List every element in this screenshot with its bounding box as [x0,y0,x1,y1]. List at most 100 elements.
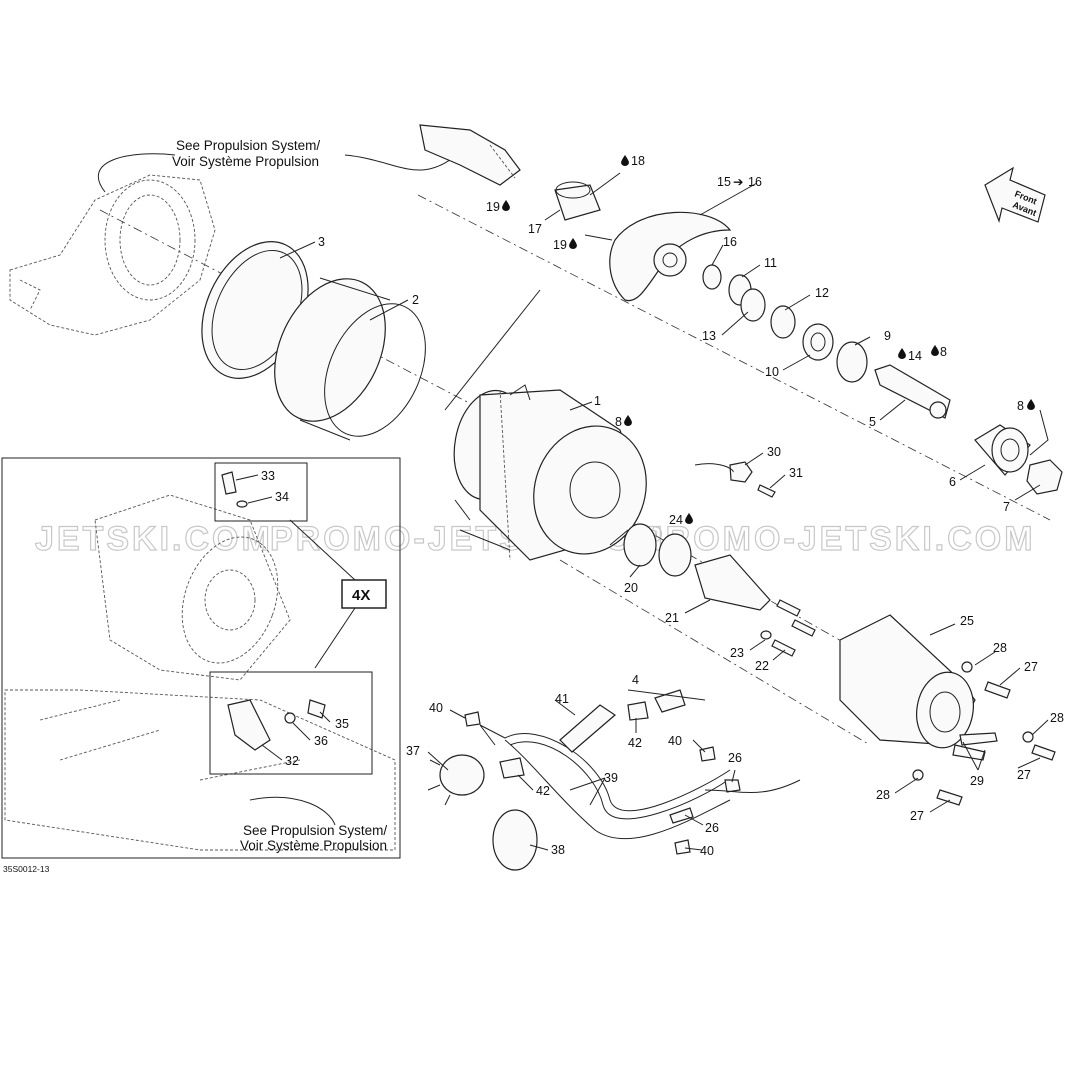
callout-6: 6 [949,475,956,489]
screws-part-22[interactable] [771,599,816,657]
o-ring-part-9[interactable] [836,341,868,383]
callout-8: 8 [940,345,947,359]
see-propulsion-note: See Propulsion System/ [176,138,320,153]
droplet-icon [898,348,906,359]
callout-30: 30 [767,445,781,459]
fitting-part-26[interactable] [669,807,694,824]
callout-16: 16 [723,235,737,249]
venturi-part-25[interactable] [839,614,979,752]
see-propulsion-note: See Propulsion System/ [243,823,387,838]
callout-20: 20 [624,581,638,595]
callout-18: 18 [631,154,645,168]
leader-line [249,796,336,826]
bushing-part-17[interactable] [554,181,601,221]
callout-27: 27 [910,809,924,823]
nut-part-30[interactable] [729,461,753,483]
callout-5: 5 [869,415,876,429]
callout-28: 28 [993,641,1007,655]
callout-37: 37 [406,744,420,758]
o-ring-part-20[interactable] [658,533,692,577]
callout-9: 9 [884,329,891,343]
bolt-part-27[interactable] [1031,744,1056,761]
callout-39: 39 [604,771,618,785]
callout-34: 34 [275,490,289,504]
washer-part-28[interactable] [961,661,973,673]
clamp-part-42[interactable] [499,757,525,779]
o-ring-part-38[interactable] [492,809,538,871]
leader-line [97,153,176,193]
washer-part-23[interactable] [760,630,772,640]
callout-24: 24 [669,513,683,527]
callout-15: 15 [717,175,731,189]
nut-part-7[interactable] [1026,459,1063,495]
sleeve-part-2[interactable] [253,261,445,453]
o-ring-part-12[interactable] [770,305,796,339]
inset-box: 4X [1,457,401,859]
droplet-icon [569,238,577,249]
callout-8: 8 [615,415,622,429]
clip-part-40[interactable] [464,711,481,727]
clip-part-40[interactable] [674,839,691,855]
droplet-icon [1027,399,1035,410]
callout-26: 26 [705,821,719,835]
bearing-part-10[interactable] [802,323,834,361]
callout-leaders [235,172,1049,851]
fitting-part-4[interactable] [654,689,686,713]
pump-housing-part-1[interactable] [446,384,664,570]
callout-38: 38 [551,843,565,857]
bolt-part-27[interactable] [984,681,1011,699]
screw-part-31[interactable] [757,484,776,498]
washer-part-28[interactable] [912,769,924,781]
callout-21: 21 [665,611,679,625]
washer-part-28[interactable] [1022,731,1034,743]
callout-40: 40 [700,844,714,858]
clamp-part-42[interactable] [627,701,649,721]
droplet-icon [931,345,939,356]
see-propulsion-note: Voir Système Propulsion [172,154,319,169]
o-ring-part-16[interactable] [702,264,722,290]
callout-10: 10 [765,365,779,379]
droplet-icon [502,200,510,211]
callout-29: 29 [970,774,984,788]
hull-fragment-top [9,174,216,336]
seal-part-13[interactable] [740,288,766,322]
hose-part-39[interactable] [504,733,731,840]
fitting-part-26[interactable] [724,779,741,793]
callout-19: 19 [553,238,567,252]
cone-part-21[interactable] [694,554,771,611]
callout-28: 28 [876,788,890,802]
callout-35: 35 [335,717,349,731]
water-fitting-part-37[interactable] [427,754,485,806]
callout-19: 19 [486,200,500,214]
o-ring-part-20[interactable] [623,523,657,567]
callout-2: 2 [412,293,419,307]
assembly-axis-line [559,559,871,746]
callout-25: 25 [960,614,974,628]
see-propulsion-note: Voir Système Propulsion [240,838,387,853]
callout-42: 42 [628,736,642,750]
arrow-right-icon: ➔ [733,175,743,189]
inset-multiplier-label: 4X [352,587,370,604]
callout-22: 22 [755,659,769,673]
watermark: PROMO-JETSKI.COM [640,520,1036,558]
callout-41: 41 [555,692,569,706]
callout-31: 31 [789,466,803,480]
callout-33: 33 [261,469,275,483]
impeller-part-15[interactable] [609,211,732,302]
front-direction-arrow: Front Avant [984,166,1046,224]
callout-12: 12 [815,286,829,300]
callout-27: 27 [1024,660,1038,674]
hose-part-41[interactable] [559,704,616,753]
droplet-icon [621,155,629,166]
bearing-part-6[interactable] [974,424,1031,476]
callout-40: 40 [668,734,682,748]
bolt-part-27[interactable] [936,789,963,806]
callout-8: 8 [1017,399,1024,413]
shaft-part-5[interactable] [874,364,951,419]
droplet-icon [624,415,632,426]
watermark: JETSKI.COM [35,520,273,558]
drawing-code: 35S0012-13 [3,864,50,874]
callout-4: 4 [632,673,639,687]
assembly-axis-line [417,194,1051,521]
